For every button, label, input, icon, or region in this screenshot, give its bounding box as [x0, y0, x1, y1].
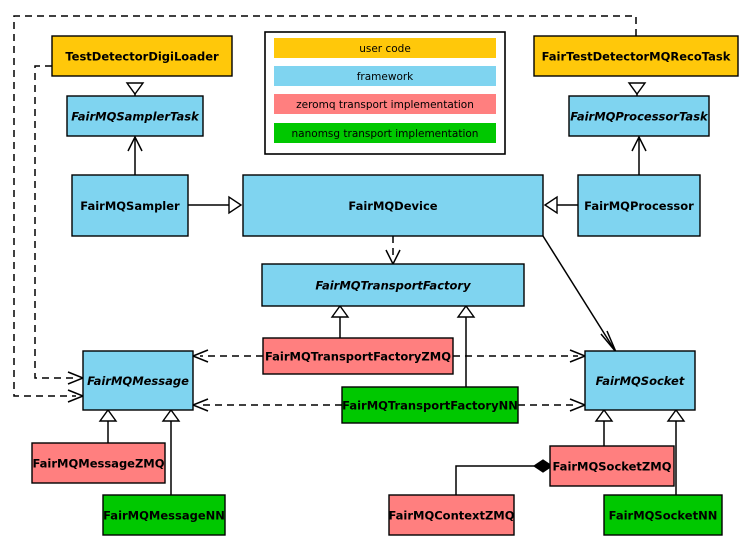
class-box-label-FairMQSocket: FairMQSocket [596, 374, 685, 388]
class-box-rect-FairMQMessage[interactable] [82, 350, 194, 411]
class-box-rect-FairMQSampler[interactable] [71, 174, 189, 237]
class-box-rect-FairMQTransportFactory[interactable] [261, 263, 525, 307]
class-box-FairMQProcessorTask[interactable]: FairMQProcessorTask [568, 95, 710, 137]
arrowhead-samplertask-to-digiloader [125, 82, 145, 96]
legend-swatch-zeromq [274, 94, 496, 114]
class-box-rect-FairMQProcessor[interactable] [577, 174, 701, 237]
class-box-FairMQSampler[interactable]: FairMQSampler [71, 174, 189, 237]
arrowhead-processor-to-processortask [631, 135, 647, 152]
class-box-FairMQDevice[interactable]: FairMQDevice [242, 174, 544, 237]
legend-label-framework: framework [357, 71, 414, 83]
class-box-FairMQContextZMQ[interactable]: FairMQContextZMQ [388, 494, 515, 536]
diamond-contextzmq-to-socketzmq [532, 459, 554, 473]
arrowhead-sampler-to-samplertask [127, 135, 143, 152]
class-box-label-FairMQProcessorTask: FairMQProcessorTask [570, 110, 709, 124]
class-box-label-FairMQProcessor: FairMQProcessor [584, 199, 694, 213]
arrowhead-sampler-to-device [228, 195, 243, 215]
legend-label-nanomsg: nanomsg transport implementation [292, 128, 479, 140]
class-box-rect-FairTestDetectorMQRecoTask[interactable] [533, 35, 739, 77]
class-box-FairMQProcessor[interactable]: FairMQProcessor [577, 174, 701, 237]
class-box-FairMQSocket[interactable]: FairMQSocket [584, 350, 696, 411]
class-box-label-FairMQMessage: FairMQMessage [87, 374, 189, 388]
edge-device-to-socket [542, 235, 615, 350]
class-box-label-FairMQTransportFactory: FairMQTransportFactory [315, 279, 471, 293]
arrowhead-factorynn-to-factory [456, 304, 476, 318]
legend: user code framework zeromq transport imp… [264, 31, 506, 155]
class-box-FairMQMessageZMQ[interactable]: FairMQMessageZMQ [31, 442, 166, 484]
class-box-FairMQSamplerTask[interactable]: FairMQSamplerTask [66, 95, 204, 137]
class-box-rect-FairMQSamplerTask[interactable] [66, 95, 204, 137]
class-box-FairMQTransportFactory[interactable]: FairMQTransportFactory [261, 263, 525, 307]
class-box-TestDetectorDigiLoader[interactable]: TestDetectorDigiLoader [51, 35, 233, 77]
arrowhead-factoryzmq-to-factory [330, 304, 350, 318]
class-box-FairMQMessage[interactable]: FairMQMessage [82, 350, 194, 411]
legend-label-zeromq: zeromq transport implementation [296, 99, 474, 111]
class-box-rect-FairMQMessageNN[interactable] [102, 494, 226, 536]
class-box-FairMQTransportFactoryNN[interactable]: FairMQTransportFactoryNN [341, 386, 519, 424]
class-box-label-FairMQSocketNN: FairMQSocketNN [609, 509, 718, 523]
class-box-rect-FairMQTransportFactoryNN[interactable] [341, 386, 519, 424]
class-box-label-FairMQSamplerTask: FairMQSamplerTask [71, 110, 200, 124]
edge-digiloader-to-message [34, 65, 76, 379]
edges-layer [13, 15, 686, 495]
arrowhead-messagenn-to-message [161, 408, 181, 422]
class-box-label-FairMQContextZMQ: FairMQContextZMQ [388, 509, 514, 523]
nodes-layer: TestDetectorDigiLoader FairTestDetectorMQ… [31, 35, 739, 536]
class-box-rect-FairMQSocketNN[interactable] [603, 494, 723, 536]
legend-swatch-user-code [274, 38, 496, 58]
class-box-label-FairMQMessageZMQ: FairMQMessageZMQ [32, 457, 164, 471]
class-box-rect-FairMQDevice[interactable] [242, 174, 544, 237]
class-box-FairMQSocketNN[interactable]: FairMQSocketNN [603, 494, 723, 536]
class-box-label-FairMQTransportFactoryNN: FairMQTransportFactoryNN [342, 399, 518, 413]
class-box-label-FairMQSocketZMQ: FairMQSocketZMQ [553, 460, 672, 474]
class-box-label-FairMQTransportFactoryZMQ: FairMQTransportFactoryZMQ [265, 350, 451, 364]
class-box-label-FairMQSampler: FairMQSampler [80, 199, 180, 213]
class-box-rect-FairMQProcessorTask[interactable] [568, 95, 710, 137]
arrowhead-socketzmq-to-socket [594, 408, 614, 422]
class-box-rect-FairMQTransportFactoryZMQ[interactable] [262, 337, 454, 375]
class-box-label-FairMQDevice: FairMQDevice [348, 199, 437, 213]
edge-contextzmq-to-socketzmq [455, 465, 534, 495]
arrowhead-messagezmq-to-message [98, 408, 118, 422]
class-box-FairTestDetectorMQRecoTask[interactable]: FairTestDetectorMQRecoTask [533, 35, 739, 77]
class-box-label-FairTestDetectorMQRecoTask: FairTestDetectorMQRecoTask [542, 50, 731, 64]
class-box-label-FairMQMessageNN: FairMQMessageNN [103, 509, 225, 523]
legend-label-user-code: user code [359, 43, 411, 55]
legend-swatch-framework [274, 66, 496, 86]
class-box-rect-FairMQSocketZMQ[interactable] [549, 445, 675, 487]
class-box-rect-TestDetectorDigiLoader[interactable] [51, 35, 233, 77]
class-box-rect-FairMQSocket[interactable] [584, 350, 696, 411]
class-box-FairMQTransportFactoryZMQ[interactable]: FairMQTransportFactoryZMQ [262, 337, 454, 375]
class-box-label-TestDetectorDigiLoader: TestDetectorDigiLoader [65, 50, 219, 64]
edge-recotask-to-message [13, 15, 637, 397]
arrowhead-socketnn-to-socket [666, 408, 686, 422]
class-box-FairMQMessageNN[interactable]: FairMQMessageNN [102, 494, 226, 536]
legend-swatch-nanomsg [274, 123, 496, 143]
class-box-rect-FairMQMessageZMQ[interactable] [31, 442, 166, 484]
class-box-FairMQSocketZMQ[interactable]: FairMQSocketZMQ [549, 445, 675, 487]
arrowhead-processor-to-device [543, 195, 558, 215]
arrowhead-processortask-to-recotask [627, 82, 647, 96]
class-box-rect-FairMQContextZMQ[interactable] [388, 494, 515, 536]
